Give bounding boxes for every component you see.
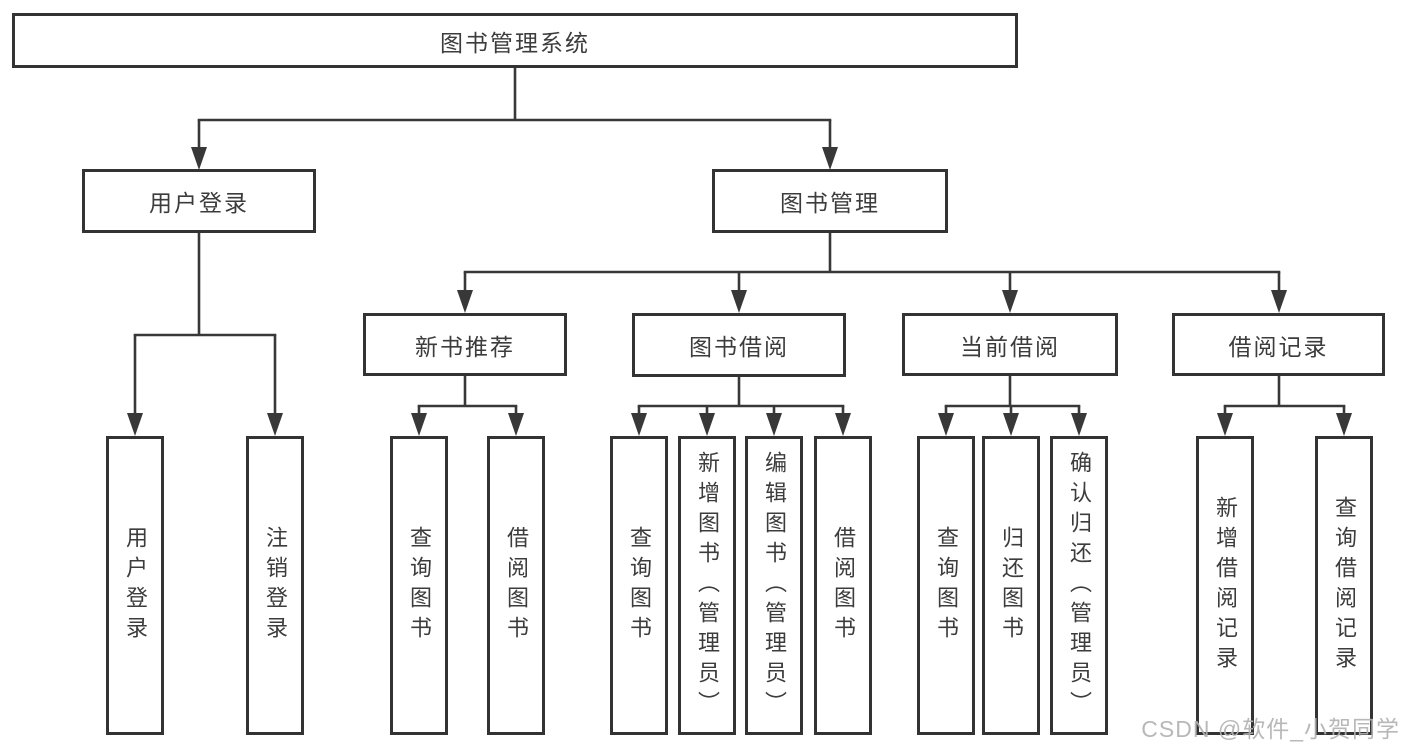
leaf-label: 查询图书 — [407, 525, 432, 646]
node-user-login: 用户登录 — [82, 169, 316, 233]
node-book-management: 图书管理 — [712, 169, 948, 233]
leaf-label: 新增借阅记录 — [1213, 495, 1238, 676]
node-label: 图书借阅 — [689, 334, 789, 360]
node-label: 图书管理 — [780, 190, 880, 216]
leaf-label: 查询借阅记录 — [1332, 495, 1357, 676]
leaf-logout-login: 注销登录 — [246, 436, 304, 735]
node-book-borrowing: 图书借阅 — [632, 313, 846, 377]
leaf-label: 新增图书（管理员） — [695, 450, 720, 721]
node-label: 当前借阅 — [960, 333, 1060, 360]
leaf-borrow-books-recommend: 借阅图书 — [487, 436, 545, 735]
leaf-label: 查询图书 — [627, 525, 652, 646]
leaf-confirm-return-admin: 确认归还（管理员） — [1050, 436, 1108, 735]
leaf-add-borrow-record: 新增借阅记录 — [1196, 436, 1254, 735]
node-label: 用户登录 — [149, 190, 249, 216]
node-current-borrowing: 当前借阅 — [902, 313, 1118, 376]
leaf-query-books-recommend: 查询图书 — [390, 436, 448, 735]
node-label: 借阅记录 — [1228, 333, 1329, 360]
leaf-query-books-borrowing: 查询图书 — [610, 436, 668, 735]
leaf-label: 编辑图书（管理员） — [762, 450, 787, 721]
leaf-label: 查询图书 — [934, 525, 959, 646]
node-label: 图书管理系统 — [440, 29, 590, 56]
node-new-book-recommend: 新书推荐 — [363, 313, 567, 376]
node-label: 新书推荐 — [415, 333, 515, 360]
leaf-return-books: 归还图书 — [982, 436, 1040, 735]
node-library-management-system: 图书管理系统 — [12, 13, 1018, 68]
leaf-label: 确认归还（管理员） — [1067, 450, 1092, 721]
leaf-label: 注销登录 — [263, 525, 288, 646]
leaf-query-books-current: 查询图书 — [917, 436, 975, 735]
leaf-user-login: 用户登录 — [106, 436, 164, 735]
leaf-label: 归还图书 — [999, 525, 1024, 646]
leaf-borrow-books-borrowing: 借阅图书 — [814, 436, 872, 735]
node-borrow-records: 借阅记录 — [1172, 313, 1385, 376]
leaf-edit-books-admin: 编辑图书（管理员） — [745, 436, 803, 735]
leaf-query-borrow-record: 查询借阅记录 — [1315, 436, 1373, 735]
leaf-label: 借阅图书 — [504, 525, 529, 646]
leaf-label: 用户登录 — [123, 525, 148, 646]
csdn-watermark: CSDN @软件_小贺同学 — [1141, 716, 1400, 742]
leaf-label: 借阅图书 — [831, 525, 856, 646]
leaf-add-books-admin: 新增图书（管理员） — [678, 436, 736, 735]
